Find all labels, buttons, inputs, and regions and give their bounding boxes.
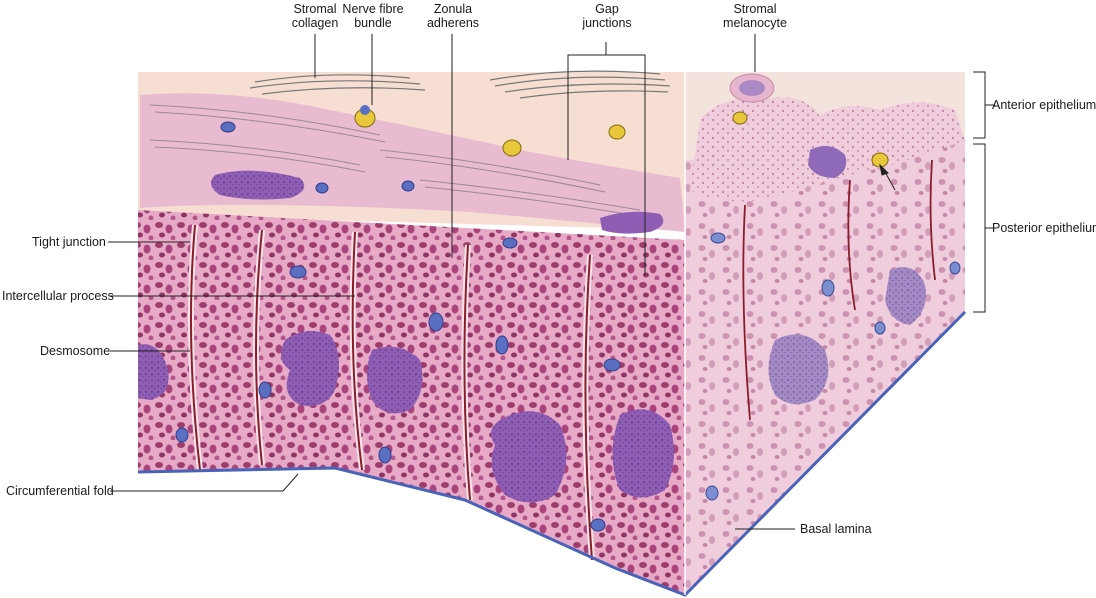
label-intercellular-process: Intercellular process — [2, 289, 114, 303]
anterior-epithelium-cells — [140, 93, 685, 249]
label-anterior-epithelium: Anterior epithelium — [992, 98, 1096, 112]
leader-lines — [108, 34, 995, 530]
basal-lamina — [137, 310, 967, 597]
label-desmosome: Desmosome — [40, 344, 111, 358]
label-circumferential-fold: Circumferential fold — [6, 484, 114, 498]
posterior-epithelium-side — [685, 140, 965, 595]
posterior-epithelium-front — [138, 210, 685, 595]
anterior-epithelium-side — [690, 73, 965, 202]
nucleus — [600, 211, 664, 234]
nerve-fibre-bundle — [354, 105, 889, 168]
label-tight-junction: Tight junction — [32, 235, 106, 249]
stromal-collagen-fibres — [249, 70, 671, 99]
nucleus — [808, 146, 847, 178]
label-basal-lamina: Basal lamina — [800, 522, 872, 536]
label-posterior-epithelium: Posterior epithelium — [992, 221, 1096, 235]
